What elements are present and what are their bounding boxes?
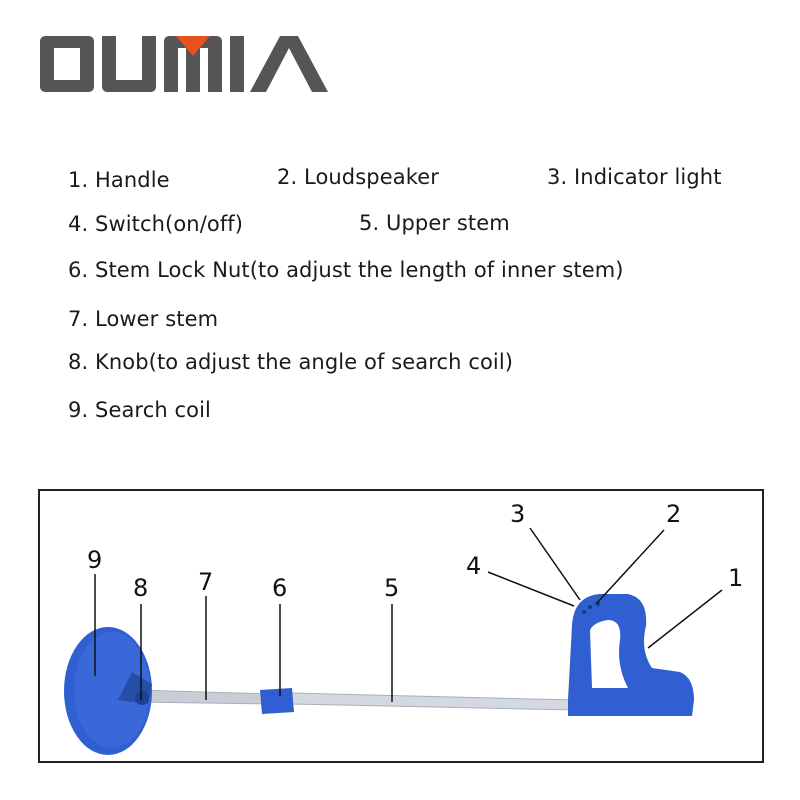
legend-indicator-light: 3. Indicator light: [547, 165, 722, 189]
leader-line-4: [487, 571, 575, 607]
callout-6: 6: [272, 574, 287, 602]
leader-line-3: [529, 527, 581, 601]
legend-stem-lock-nut: 6. Stem Lock Nut(to adjust the length of…: [68, 258, 624, 282]
legend-lower-stem: 7. Lower stem: [68, 307, 219, 331]
legend-knob: 8. Knob(to adjust the angle of search co…: [68, 350, 514, 374]
oumia-logo: [40, 36, 328, 92]
callout-3: 3: [510, 500, 525, 528]
switch-dot: [582, 610, 586, 614]
callout-2: 2: [666, 500, 681, 528]
callout-5: 5: [384, 574, 399, 602]
handle: [568, 594, 694, 716]
callout-4: 4: [466, 552, 481, 580]
search-coil-rim: [74, 632, 150, 748]
logo-letter-m: [164, 36, 222, 92]
leader-line-1: [647, 589, 723, 649]
legend-upper-stem: 5. Upper stem: [359, 211, 510, 235]
logo-accent: [176, 36, 210, 56]
lower-stem: [134, 689, 271, 705]
upper-stem: [289, 692, 576, 711]
legend-switch: 4. Switch(on/off): [68, 212, 244, 236]
leader-line-2: [595, 529, 665, 605]
legend-handle: 1. Handle: [68, 168, 170, 192]
stem-lock-nut: [260, 688, 294, 714]
diagram-frame: [38, 489, 764, 763]
logo-letter-o: [40, 36, 94, 92]
legend-search-coil: 9. Search coil: [68, 398, 211, 422]
logo-letter-i: [230, 36, 244, 92]
callout-1: 1: [728, 564, 743, 592]
callout-8: 8: [133, 574, 148, 602]
indicator-light: [588, 605, 592, 609]
knob: [135, 691, 149, 705]
logo-letter-u: [102, 36, 156, 92]
callout-9: 9: [87, 546, 102, 574]
logo-letter-a: [250, 36, 328, 92]
legend-loudspeaker: 2. Loudspeaker: [277, 165, 439, 189]
callout-7: 7: [198, 568, 213, 596]
